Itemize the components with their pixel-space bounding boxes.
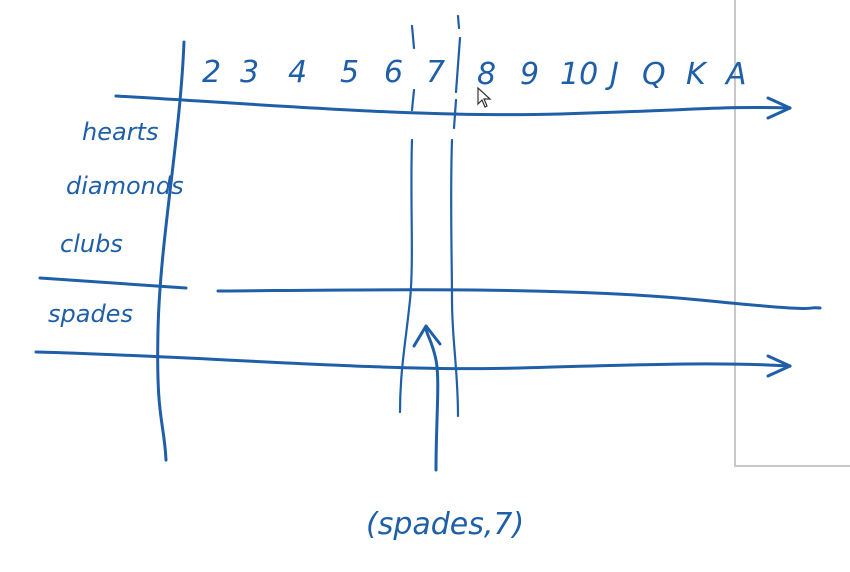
annotation-label: (spades,7) bbox=[366, 507, 524, 542]
rank-label: 10 bbox=[560, 57, 598, 92]
rank-label: 7 bbox=[426, 55, 445, 90]
rank-label: 5 bbox=[340, 55, 359, 90]
rank-label: K bbox=[686, 57, 708, 92]
rank-label: Q bbox=[642, 57, 666, 92]
suit-label: spades bbox=[48, 300, 133, 328]
row-divider-top-extension bbox=[216, 288, 822, 310]
column-guide-left bbox=[398, 24, 416, 414]
row-divider-bottom-arrow bbox=[34, 350, 792, 378]
column-guide-right bbox=[450, 14, 462, 418]
rank-label: A bbox=[724, 57, 747, 92]
annotation-arrow bbox=[412, 324, 442, 472]
rank-label: 8 bbox=[477, 57, 496, 92]
suit-label: hearts bbox=[82, 118, 158, 146]
suit-label: clubs bbox=[60, 230, 123, 258]
rank-label: 4 bbox=[288, 55, 307, 90]
suit-labels: hearts diamonds clubs spades bbox=[48, 118, 184, 328]
mouse-pointer-icon bbox=[477, 86, 492, 108]
rank-label: J bbox=[605, 57, 619, 92]
page-edge bbox=[734, 0, 850, 467]
rank-label: 6 bbox=[384, 55, 403, 90]
rank-axis-arrow bbox=[114, 94, 792, 120]
rank-label: 2 bbox=[202, 55, 221, 90]
row-divider-top bbox=[38, 276, 188, 290]
suit-axis-line bbox=[156, 40, 186, 462]
rank-label: 3 bbox=[240, 55, 259, 90]
suit-label: diamonds bbox=[66, 172, 184, 200]
rank-label: 9 bbox=[520, 57, 539, 92]
rank-labels: 2 3 4 5 6 7 8 9 10 J Q K A bbox=[202, 55, 747, 92]
